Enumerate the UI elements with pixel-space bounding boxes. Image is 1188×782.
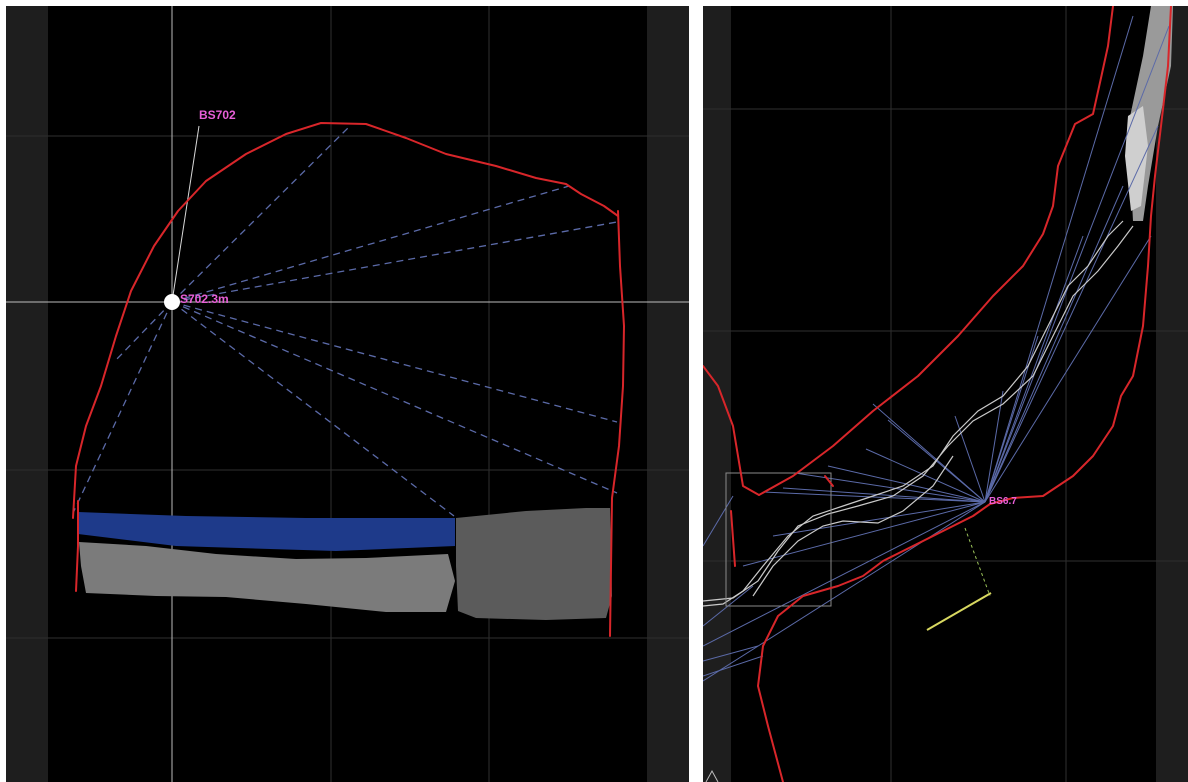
grid: [6, 6, 689, 782]
north-arrow: [926, 592, 992, 631]
splay-shots: [72, 125, 618, 517]
station-label: BS6.7: [989, 496, 1017, 507]
plan-viewport[interactable]: BS6.7: [703, 6, 1188, 782]
floor-rock-right: [456, 508, 612, 620]
left-margin-band: [703, 6, 731, 782]
passage-wall-outline: [72, 122, 625, 637]
plan-canvas[interactable]: BS6.7: [703, 6, 1188, 782]
survey-station-marker[interactable]: [164, 294, 180, 310]
station-distance-label: S702.3m: [180, 292, 229, 306]
crosshair: [6, 6, 689, 782]
dotted-leg: [964, 527, 991, 597]
cross-section-viewport[interactable]: BS702 S702.3m: [6, 6, 689, 782]
splay-shots: [703, 15, 1170, 682]
left-margin-band: [6, 6, 48, 782]
cross-section-canvas[interactable]: BS702 S702.3m: [6, 6, 689, 782]
selection-rectangle[interactable]: [725, 472, 832, 607]
station-label: BS702: [199, 108, 236, 122]
station-label-leader: [171, 125, 200, 303]
water-body: [78, 512, 455, 551]
floor-rock-left: [79, 542, 455, 612]
right-margin-band: [647, 6, 689, 782]
grid: [703, 6, 1188, 782]
survey-legs: [703, 220, 1134, 607]
origin-marker-icon: [705, 769, 719, 782]
right-margin-band: [1156, 6, 1188, 782]
passage-wall-outline: [703, 6, 1172, 782]
